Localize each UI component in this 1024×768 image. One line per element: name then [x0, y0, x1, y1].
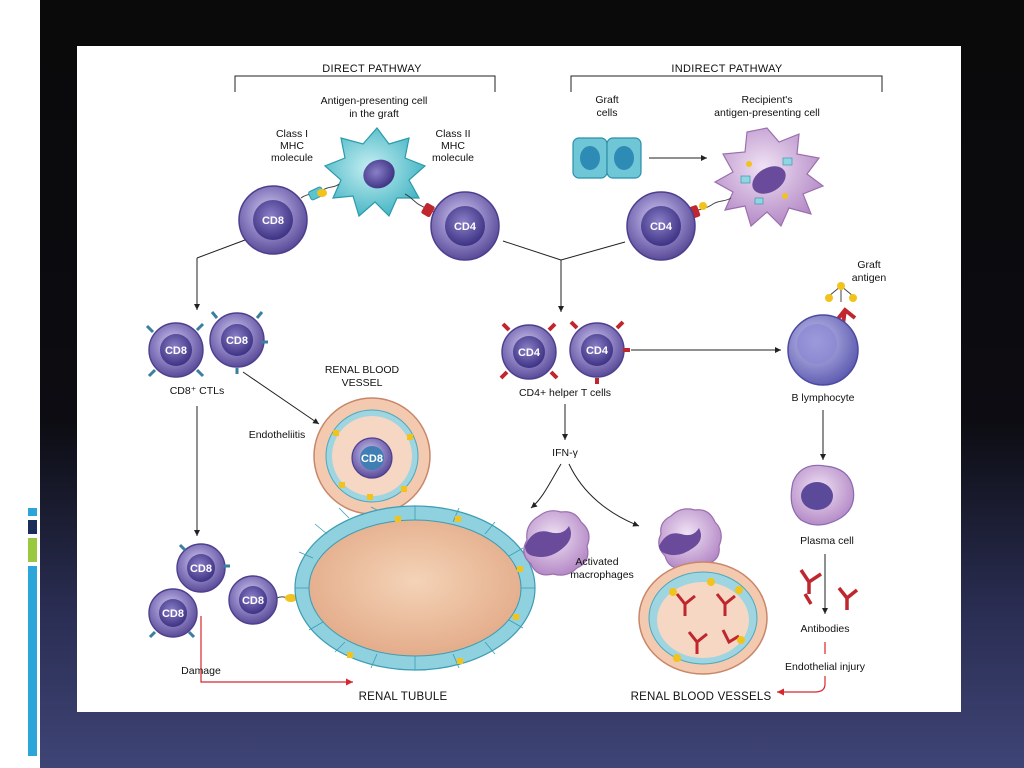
cd4-helper-label: CD4+ helper T cells: [519, 387, 611, 399]
apc-graft-label-line2: in the graft: [349, 108, 399, 120]
renal-blood-vessel-1: CD8: [313, 397, 431, 515]
cd8-damage-cell-2-label: CD8: [162, 608, 184, 620]
cd4-cell-direct-label: CD4: [454, 221, 477, 233]
antibodies-label: Antibodies: [800, 623, 849, 635]
endotheliitis-label: Endotheliitis: [249, 429, 306, 441]
line-cd4-direct-to-merge: [502, 240, 562, 261]
figure-panel: DIRECT PATHWAY INDIRECT PATHWAY Antigen-…: [77, 46, 961, 712]
class2-label-line1: Class II: [435, 128, 470, 140]
activated-macrophages-label-line2: macrophages: [570, 569, 634, 581]
antibody-group: [799, 569, 859, 610]
cd4-helper-cell-1-label: CD4: [518, 347, 541, 359]
graft-apc-cell: [323, 127, 427, 218]
plasma-cell-label: Plasma cell: [800, 535, 854, 547]
cd8-cell-direct: CD8: [238, 185, 308, 255]
vessel-cd8-label: CD8: [361, 453, 383, 465]
cd4-helper-cell-2-label: CD4: [586, 345, 609, 357]
arrow-ifn-to-macrophage-left: [530, 463, 562, 509]
graft-antigen-label-line1: Graft: [857, 259, 880, 271]
cd4-cell-direct: CD4: [430, 191, 500, 261]
recipient-apc-cell: [713, 127, 825, 228]
deco-bar-top: [28, 508, 37, 516]
arrow-damage-to-renal-tubule: [200, 616, 353, 686]
renal-blood-vessels-label: RENAL BLOOD VESSELS: [631, 691, 772, 703]
cd8-ctl-cell-1: CD8: [145, 322, 205, 378]
cd8-ctl-cell-2-label: CD8: [226, 335, 248, 347]
class2-label-line3: molecule: [432, 152, 474, 164]
b-lymphocyte-label: B lymphocyte: [791, 392, 854, 404]
cd4-cell-indirect: CD4: [626, 191, 696, 261]
deco-bar-dark: [28, 520, 37, 534]
ifn-gamma-label: IFN-γ: [552, 447, 578, 459]
arrow-endothelial-injury-to-vessels: [777, 642, 826, 692]
recipient-apc-label-line2: antigen-presenting cell: [714, 107, 820, 119]
cd8-ctl-cell-1-label: CD8: [165, 345, 187, 357]
arrow-ctls-to-vessel: [242, 371, 320, 425]
cd8-damage-cell-2: CD8: [148, 588, 198, 639]
deco-bar-blue: [28, 566, 37, 756]
endothelial-injury-label: Endothelial injury: [785, 661, 866, 673]
cd8-damage-cell-3: CD8: [228, 575, 278, 625]
damage-label: Damage: [181, 665, 221, 677]
cd8-cell-direct-label: CD8: [262, 215, 284, 227]
recipient-apc-label-line1: Recipient's: [741, 94, 792, 106]
plasma-cell: [790, 464, 855, 526]
renal-tubule-label: RENAL TUBULE: [359, 691, 448, 703]
class1-label-line1: Class I: [276, 128, 308, 140]
deco-bar-green: [28, 538, 37, 562]
cd8-damage-cell-1: CD8: [176, 543, 230, 593]
activated-macrophage-2: [658, 508, 722, 570]
cd4-helper-cell-2: CD4: [569, 320, 630, 384]
indirect-pathway-header: INDIRECT PATHWAY: [671, 63, 782, 75]
direct-pathway-header: DIRECT PATHWAY: [322, 63, 422, 75]
indirect-pathway-bracket: [570, 75, 883, 92]
graft-cells-label-line2: cells: [596, 107, 617, 119]
cd4-helper-cell-1: CD4: [499, 322, 559, 380]
class2-label-line2: MHC: [441, 140, 465, 152]
graft-cells-label-line1: Graft: [595, 94, 618, 106]
graft-antigen-label-line2: antigen: [852, 272, 887, 284]
cd8-damage-cell-3-label: CD8: [242, 595, 264, 607]
renal-blood-vessel-label-line2: VESSEL: [342, 377, 383, 389]
cd8-ctls-label: CD8⁺ CTLs: [170, 385, 225, 397]
class1-label-line2: MHC: [280, 140, 304, 152]
immune-rejection-diagram: DIRECT PATHWAY INDIRECT PATHWAY Antigen-…: [145, 63, 887, 703]
activated-macrophage-1: [523, 510, 590, 576]
cd4-cell-indirect-label: CD4: [650, 221, 673, 233]
line-cd4-indirect-to-merge: [560, 241, 626, 261]
class1-mhc-connector: [300, 183, 340, 201]
graft-cells: [572, 137, 642, 179]
cd8-ctl-cell-2: CD8: [209, 311, 268, 374]
line-cd8-direct-down: [196, 239, 246, 259]
apc-graft-label-line1: Antigen-presenting cell: [321, 95, 428, 107]
renal-tubule: [294, 505, 536, 671]
renal-blood-vessel-2: [638, 561, 768, 675]
ctl-tubule-receptor: [285, 594, 297, 602]
b-lymphocyte-cell: [787, 314, 859, 386]
activated-macrophages-label-line1: Activated: [575, 556, 618, 568]
renal-blood-vessel-label-line1: RENAL BLOOD: [325, 364, 400, 376]
class1-label-line3: molecule: [271, 152, 313, 164]
arrow-ifn-to-macrophage-right: [568, 463, 640, 527]
cd8-damage-cell-1-label: CD8: [190, 563, 212, 575]
direct-pathway-bracket: [234, 75, 496, 92]
